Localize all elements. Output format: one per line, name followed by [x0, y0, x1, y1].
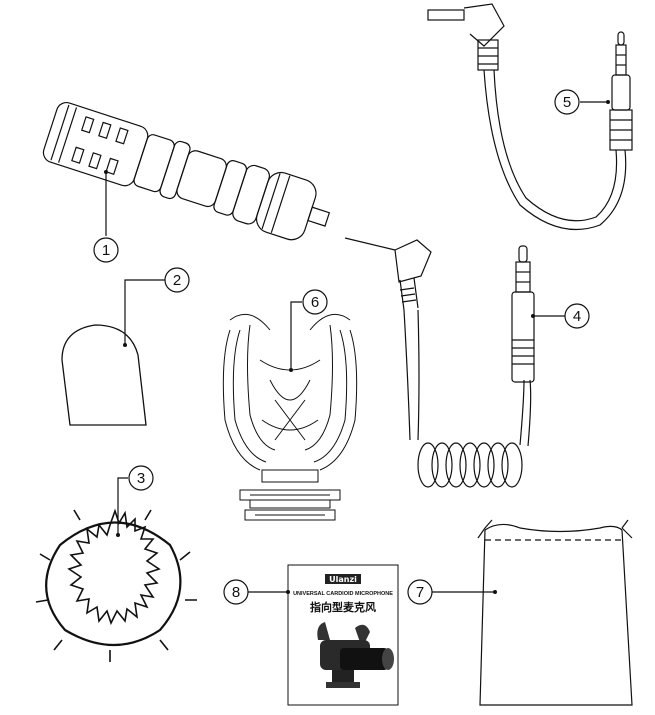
svg-text:4: 4	[573, 308, 581, 325]
callout-4: 4	[564, 303, 590, 329]
svg-text:5: 5	[563, 94, 571, 111]
microphone-illustration	[42, 102, 331, 241]
manual-product-photo	[317, 622, 394, 688]
callout-5: 5	[554, 89, 580, 115]
shock-mount-illustration	[222, 313, 358, 521]
coiled-cable-illustration	[344, 237, 535, 488]
svg-text:3: 3	[137, 470, 145, 487]
callout-1: 1	[93, 237, 119, 263]
manual-title-cn: 指向型麦克风	[310, 600, 376, 614]
svg-text:1: 1	[102, 242, 110, 259]
callout-8: 8	[223, 579, 249, 605]
storage-pouch-illustration	[477, 519, 633, 706]
svg-text:2: 2	[173, 272, 181, 289]
foam-windscreen-illustration	[61, 324, 147, 426]
user-manual-illustration: Ulanzi UNIVERSAL CARDIOID MICROPHONE 指向型…	[287, 564, 399, 706]
manual-brand: Ulanzi	[329, 575, 357, 584]
callout-2: 2	[164, 267, 190, 293]
svg-text:6: 6	[311, 294, 319, 311]
svg-text:7: 7	[416, 584, 424, 601]
manual-subtitle: UNIVERSAL CARDIOID MICROPHONE	[293, 591, 393, 597]
furry-windscreen-illustration	[35, 508, 197, 662]
callout-6: 6	[302, 289, 328, 315]
callout-dots	[104, 100, 610, 594]
callout-7: 7	[407, 579, 433, 605]
straight-cable-illustration	[427, 3, 633, 231]
callout-leaders	[105, 101, 608, 593]
svg-text:8: 8	[232, 584, 240, 601]
callout-3: 3	[128, 465, 154, 491]
